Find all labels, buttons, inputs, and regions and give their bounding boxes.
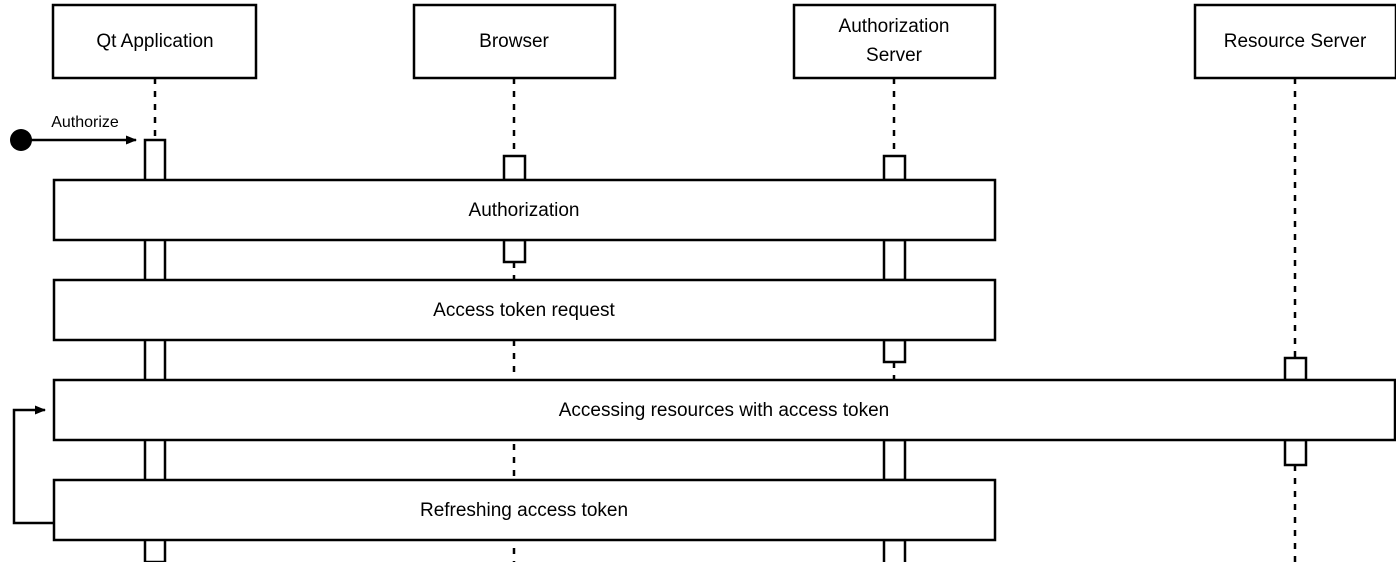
lifeline-label-authorization-server-line2: Server	[866, 45, 923, 66]
lifeline-box-qt-application[interactable]: Qt Application	[51, 3, 258, 80]
activation-bar-qt-application	[143, 138, 167, 562]
band-label-access-token-request: Access token request	[433, 300, 615, 321]
lifeline-box-rect-qt-application[interactable]	[51, 3, 258, 80]
lifeline-label-authorization-server-line1: Authorization	[839, 16, 950, 37]
band-label-authorization: Authorization	[469, 200, 580, 221]
lifeline-box-resource-server[interactable]: Resource Server	[1193, 3, 1396, 80]
self-loop-arrow	[12, 405, 54, 525]
activation-bars-group	[143, 138, 1308, 562]
band-authorization[interactable]: Authorization	[52, 178, 997, 242]
lifeline-box-rect-browser[interactable]	[412, 3, 617, 80]
lifeline-box-authorization-server[interactable]: Authorization Server	[792, 3, 997, 80]
band-refreshing-access-token[interactable]: Refreshing access token	[52, 478, 997, 542]
band-access-token-request[interactable]: Access token request	[52, 278, 997, 342]
band-rect-access-token-request[interactable]	[52, 278, 997, 342]
activation-bar-resource-server-2	[1283, 438, 1308, 467]
interaction-bands-group: Authorization Access token request Acces…	[52, 178, 1396, 542]
band-label-refreshing-access-token: Refreshing access token	[420, 500, 628, 521]
lifeline-label-browser: Browser	[479, 31, 549, 52]
lifeline-label-resource-server: Resource Server	[1224, 31, 1367, 52]
activation-bar-browser-1	[502, 154, 527, 182]
activation-bar-authorization-server-1	[882, 154, 907, 182]
activation-bar-resource-server-1	[1283, 356, 1308, 382]
lifeline-boxes-group: Qt Application Browser Authorization Ser…	[51, 3, 1396, 80]
activation-bar-authorization-server-2	[882, 238, 907, 282]
activation-bar-authorization-server-4	[882, 438, 907, 482]
lifeline-box-rect-resource-server[interactable]	[1193, 3, 1396, 80]
activation-bar-authorization-server-5	[882, 538, 907, 562]
band-accessing-resources[interactable]: Accessing resources with access token	[52, 378, 1396, 442]
activation-bar-authorization-server-3	[882, 338, 907, 364]
band-rect-refreshing-access-token[interactable]	[52, 478, 997, 542]
activation-bar-browser-2	[502, 238, 527, 264]
band-rect-accessing-resources[interactable]	[52, 378, 1396, 442]
found-message-authorize: Authorize	[10, 114, 137, 151]
band-label-accessing-resources: Accessing resources with access token	[559, 400, 890, 421]
band-rect-authorization[interactable]	[52, 178, 997, 242]
lifeline-box-browser[interactable]: Browser	[412, 3, 617, 80]
lifeline-box-rect-authorization-server[interactable]	[792, 3, 997, 80]
lifeline-label-qt-application: Qt Application	[96, 31, 213, 52]
found-message-label: Authorize	[51, 114, 119, 131]
